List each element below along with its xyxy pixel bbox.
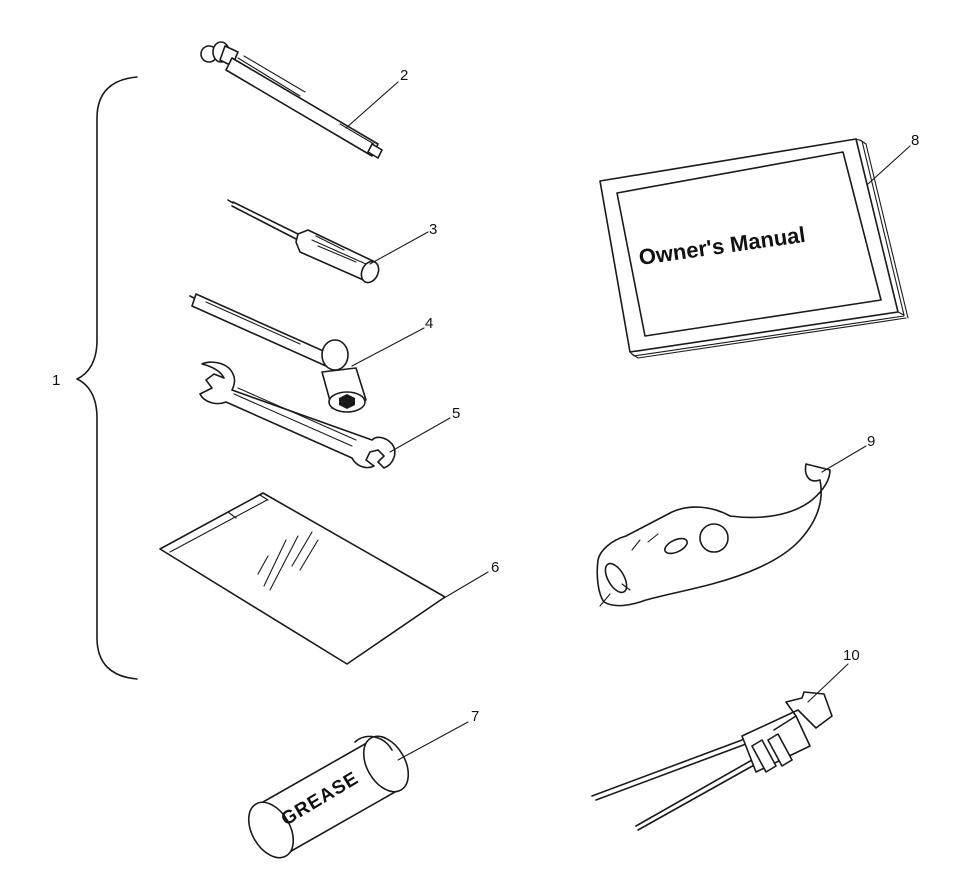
- leader-3: [369, 231, 429, 265]
- leader-lines: [345, 81, 911, 761]
- callout-8: 8: [911, 132, 919, 149]
- owners-manual-illustration: Owner's Manual: [599, 138, 909, 359]
- callout-6: 6: [491, 559, 499, 576]
- leader-2: [345, 81, 399, 129]
- leader-5: [389, 417, 451, 453]
- leader-9: [821, 445, 867, 473]
- callout-3: 3: [429, 221, 437, 238]
- bracket-illustration: [596, 463, 831, 607]
- open-end-wrench-illustration: [199, 361, 396, 469]
- leader-10: [807, 663, 849, 703]
- tool-kit-brace: [76, 76, 138, 680]
- callout-10: 10: [843, 647, 860, 664]
- callout-5: 5: [452, 405, 460, 422]
- grease-tube-illustration: GREASE: [247, 735, 410, 859]
- callout-1: 1: [52, 372, 60, 389]
- leader-8: [867, 145, 911, 185]
- callout-7: 7: [471, 708, 479, 725]
- screwdriver-illustration: [227, 199, 380, 284]
- callout-numbers: 1 2 3 4 5 6 7 8 9 10: [52, 67, 919, 725]
- plastic-bag-illustration: [159, 492, 446, 665]
- callout-9: 9: [867, 433, 875, 450]
- leader-4: [351, 327, 425, 367]
- leader-7: [397, 721, 469, 761]
- leader-6: [443, 571, 489, 599]
- callout-4: 4: [425, 315, 433, 332]
- spark-plug-socket-illustration: [189, 293, 367, 413]
- tire-gauge-illustration: [200, 41, 383, 159]
- callout-2: 2: [400, 67, 408, 84]
- wire-connector-illustration: [591, 691, 833, 831]
